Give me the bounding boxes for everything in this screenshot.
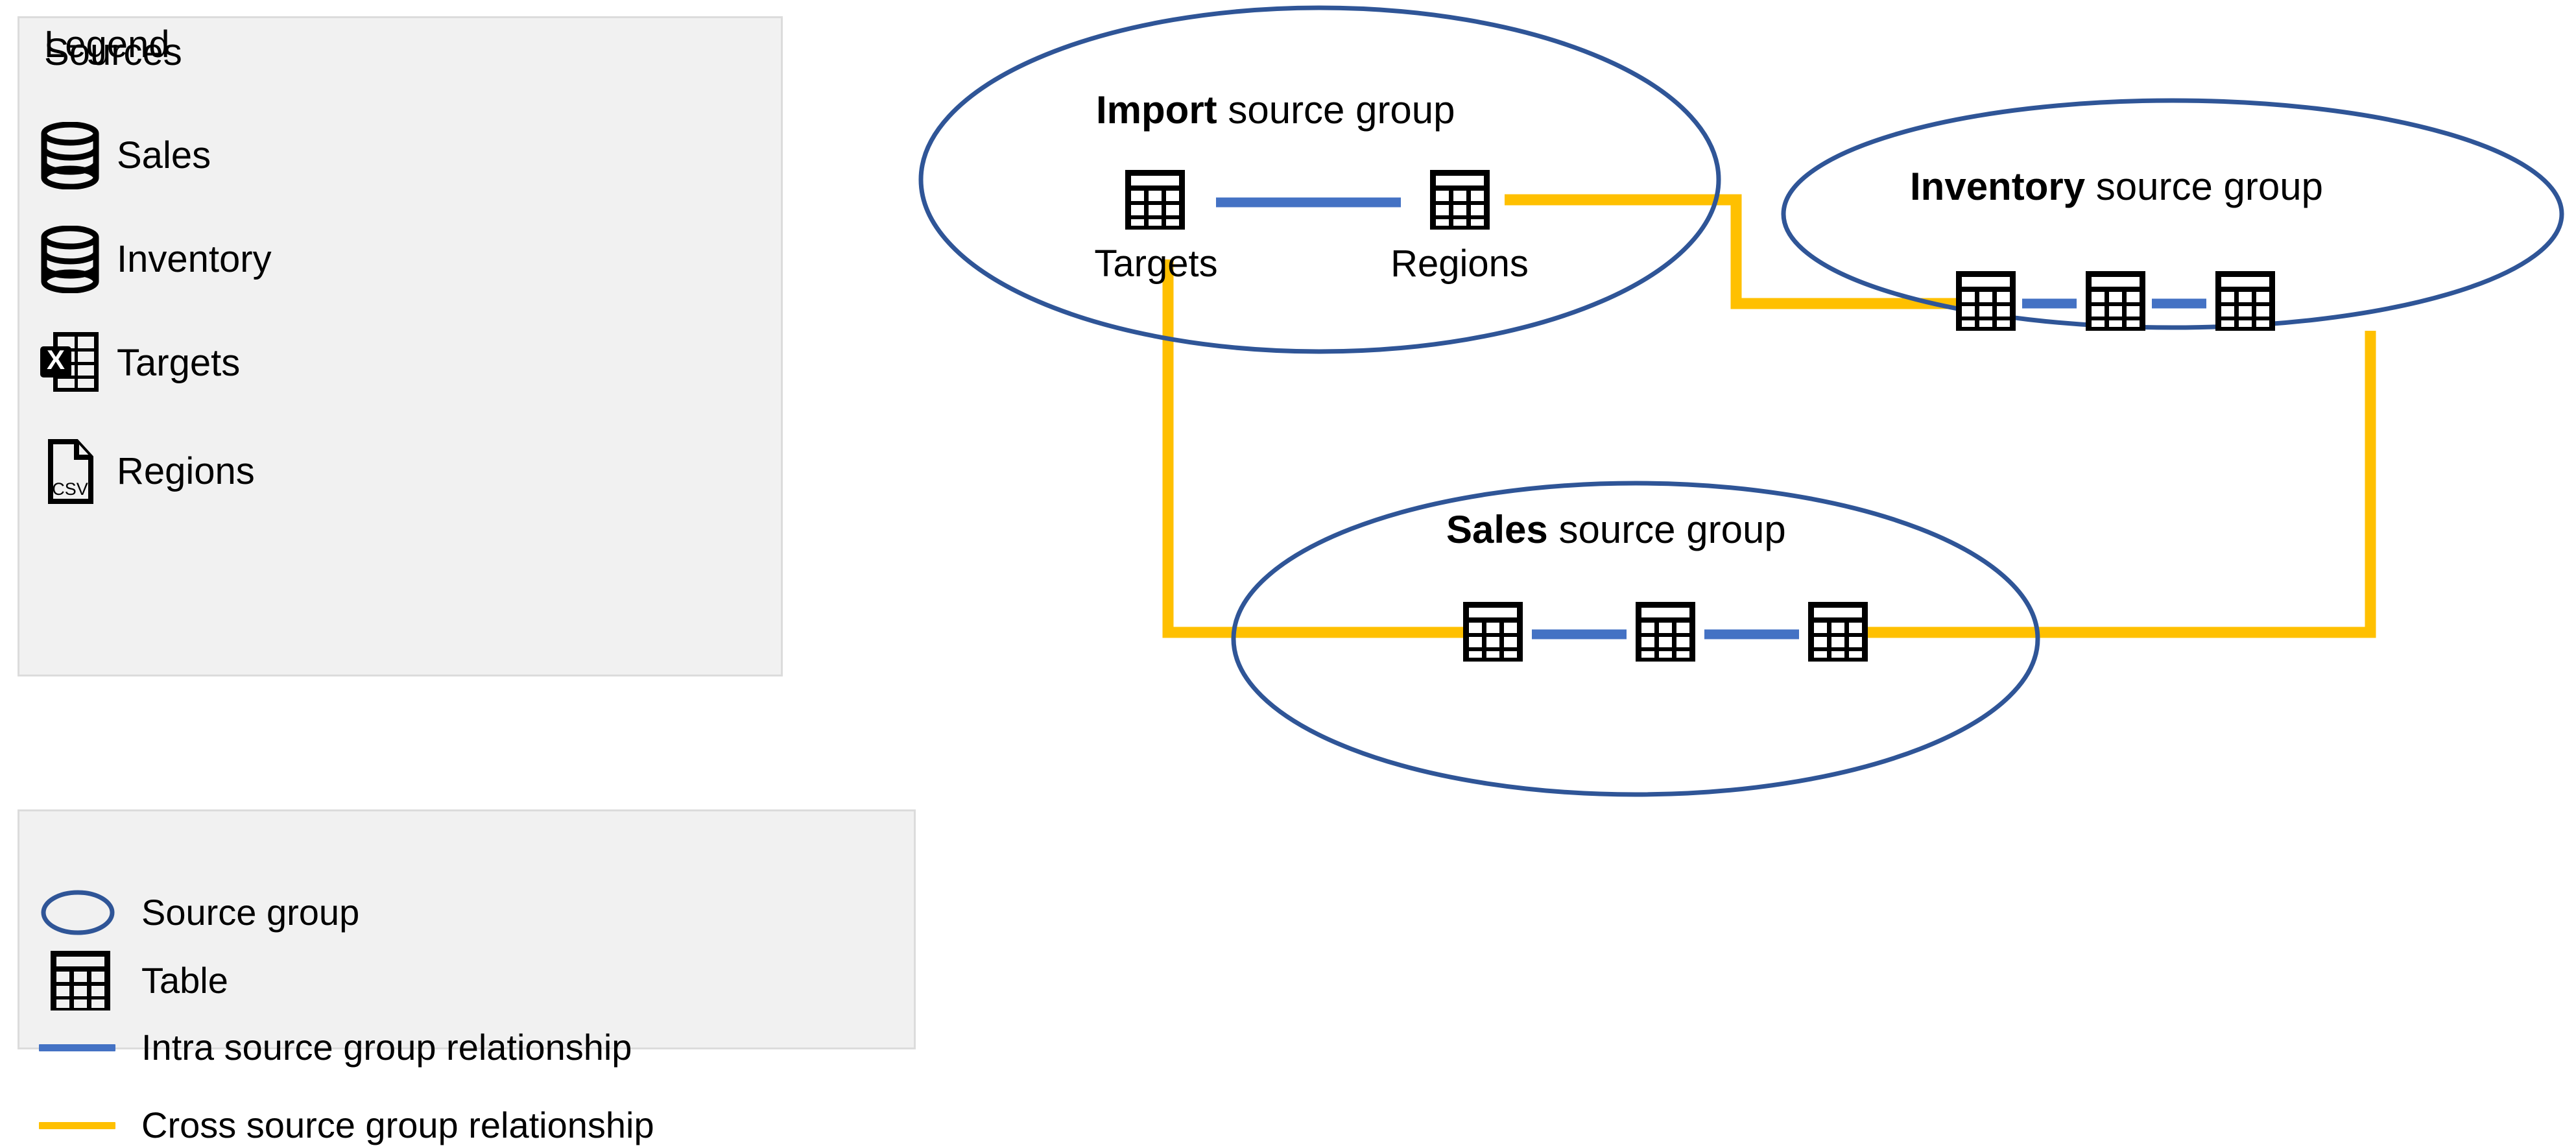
table-icon[interactable] xyxy=(1636,602,1695,662)
table-label-targets: Targets xyxy=(1094,243,1218,285)
sources-panel xyxy=(18,16,783,676)
source-group-ellipse-sales[interactable] xyxy=(1231,481,2040,797)
source-list-item-regions[interactable]: CSV Regions xyxy=(39,436,255,507)
database-icon xyxy=(39,121,101,190)
source-list-item-label: Inventory xyxy=(117,238,272,280)
legend-item-source-group: Source group xyxy=(39,883,359,942)
source-group-diagram xyxy=(918,5,2564,797)
legend-item-label: Source group xyxy=(141,892,360,933)
table-icon[interactable] xyxy=(1430,170,1490,230)
table-icon xyxy=(39,948,123,1013)
source-group-ellipse-import[interactable] xyxy=(918,5,1721,354)
ellipse-outline-icon xyxy=(39,887,123,938)
cross-relationship-inventory-sales xyxy=(1868,331,2376,638)
source-group-title-sales: Sales source group xyxy=(1446,510,1786,549)
table-icon[interactable] xyxy=(1956,271,2016,331)
source-group-title-rest: source group xyxy=(1217,88,1455,132)
source-group-title-bold: Import xyxy=(1096,88,1217,132)
source-group-title-import: Import source group xyxy=(1096,91,1455,130)
svg-text:CSV: CSV xyxy=(52,479,88,499)
legend-item-intra-relationship: Intra source group relationship xyxy=(39,1025,632,1070)
legend-item-table: Table xyxy=(39,948,228,1013)
sources-panel-title: Sources xyxy=(44,31,182,73)
source-group-title-rest: source group xyxy=(1547,508,1786,551)
table-icon[interactable] xyxy=(1463,602,1523,662)
excel-workbook-icon: X xyxy=(39,329,101,397)
cross-relationship-regions-inventory xyxy=(1505,194,1956,309)
source-list-item-label: Regions xyxy=(117,450,255,492)
source-group-ellipse-inventory[interactable] xyxy=(1781,98,2564,330)
source-group-title-rest: source group xyxy=(2085,165,2323,208)
source-list-item-sales[interactable]: Sales xyxy=(39,120,211,191)
source-group-title-bold: Inventory xyxy=(1910,165,2086,208)
source-list-item-label: Sales xyxy=(117,134,211,176)
cross-relationship-targets-sales xyxy=(1162,259,1469,638)
source-list-item-targets[interactable]: X Targets xyxy=(39,328,240,399)
legend-panel xyxy=(18,809,916,1049)
source-group-title-bold: Sales xyxy=(1446,508,1548,551)
csv-file-icon: CSV xyxy=(39,438,101,505)
svg-text:X: X xyxy=(47,344,65,375)
source-list-item-label: Targets xyxy=(117,342,241,384)
table-icon[interactable] xyxy=(2215,271,2275,331)
source-group-title-inventory: Inventory source group xyxy=(1910,167,2323,206)
legend-item-label: Cross source group relationship xyxy=(141,1105,654,1145)
blue-line-icon xyxy=(39,1044,123,1051)
table-icon[interactable] xyxy=(2086,271,2145,331)
table-label-regions: Regions xyxy=(1390,243,1529,285)
legend-item-label: Table xyxy=(141,960,228,1001)
table-icon[interactable] xyxy=(1125,170,1185,230)
legend-panel-title: Legend xyxy=(44,23,170,66)
yellow-line-icon xyxy=(39,1121,123,1129)
database-icon xyxy=(39,225,101,294)
source-list-item-inventory[interactable]: Inventory xyxy=(39,224,272,295)
table-icon[interactable] xyxy=(1808,602,1868,662)
legend-item-cross-relationship: Cross source group relationship xyxy=(39,1103,654,1148)
legend-item-label: Intra source group relationship xyxy=(141,1027,632,1068)
